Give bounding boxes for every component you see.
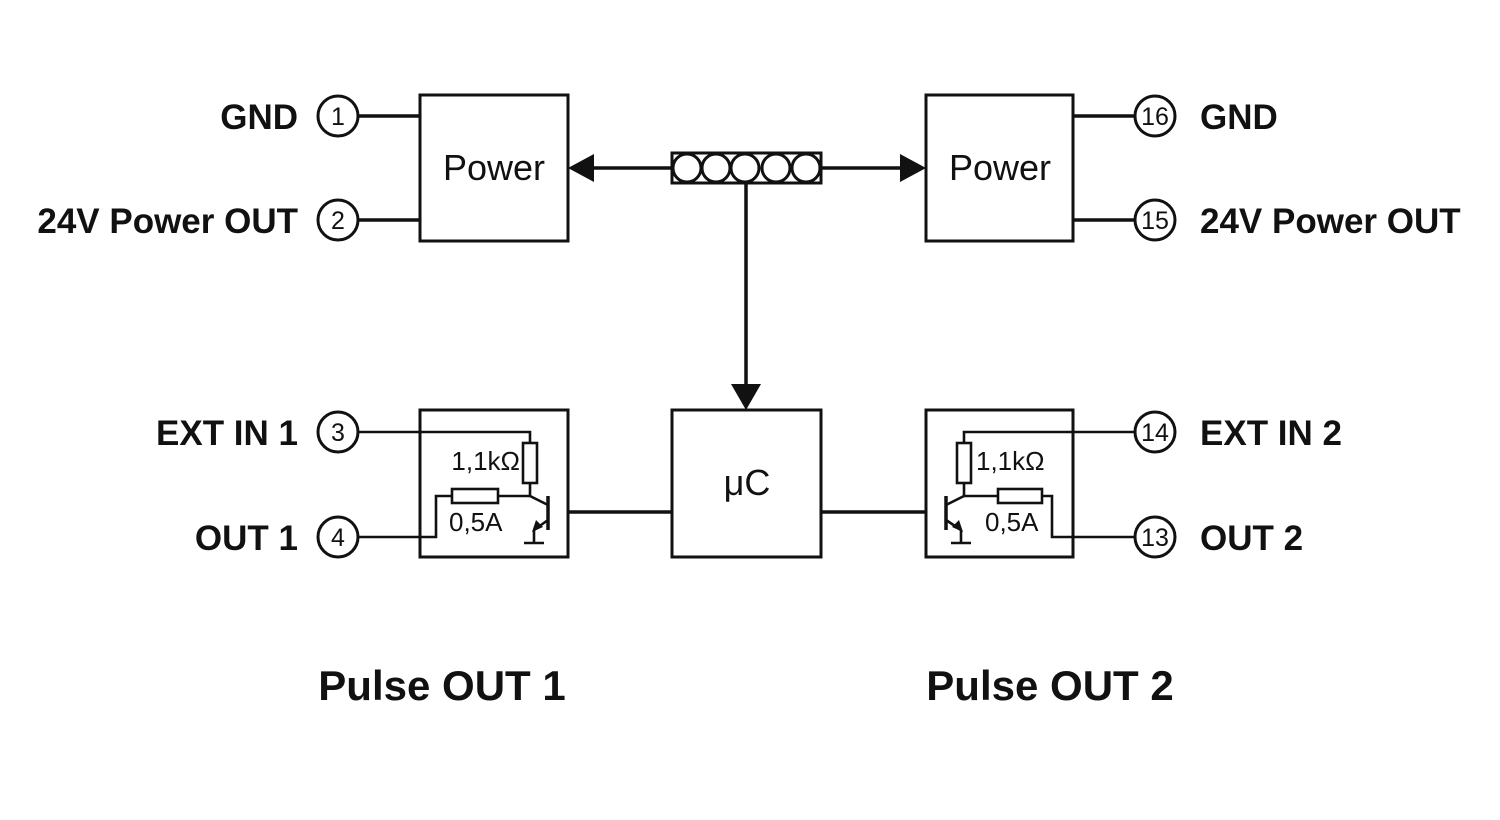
terminal-14: 14 [1133,410,1177,454]
terminal-14-label: EXT IN 2 [1200,414,1342,453]
terminal-1: 1 [316,94,360,138]
power-block-left [418,93,570,243]
terminal-13: 13 [1133,515,1177,559]
resistor-left-label: 1,1kΩ [451,446,520,476]
terminal-3: 3 [316,410,360,454]
led [760,152,792,184]
output-circuit-left: 1,1kΩ 0,5A [359,408,570,559]
power-block-right [924,93,1075,243]
svg-text:13: 13 [1141,524,1169,552]
terminal-2: 2 [316,198,360,242]
svg-text:14: 14 [1141,419,1169,447]
led [671,152,703,184]
microcontroller-block [670,408,823,559]
resistor-right-label: 1,1kΩ [976,446,1045,476]
led [700,152,732,184]
terminal-4-label: OUT 1 [195,519,298,558]
terminal-13-label: OUT 2 [1200,519,1303,558]
terminal-3-label: EXT IN 1 [156,414,298,453]
arrow-to-power-left [568,154,594,182]
output-circuit-right: 1,1kΩ 0,5A [924,408,1134,559]
terminal-15: 15 [1133,198,1177,242]
led [729,152,761,184]
led [790,152,822,184]
terminal-15-label: 24V Power OUT [1200,202,1461,241]
svg-text:2: 2 [331,207,345,235]
terminal-4: 4 [316,515,360,559]
terminal-2-label: 24V Power OUT [37,202,298,241]
terminal-16: 16 [1133,94,1177,138]
terminal-16-label: GND [1200,98,1278,137]
group-label-pulse-out-1: Pulse OUT 1 [318,662,565,709]
svg-text:15: 15 [1141,207,1169,235]
group-label-pulse-out-2: Pulse OUT 2 [926,662,1173,709]
terminal-1-label: GND [220,98,298,137]
svg-text:16: 16 [1141,103,1169,131]
svg-text:3: 3 [331,419,345,447]
microcontroller-label: μC [724,462,771,503]
svg-text:1: 1 [331,103,345,131]
led-bar [670,151,823,185]
arrow-to-microcontroller [731,384,761,410]
fuse-left-label: 0,5A [449,507,503,537]
svg-text:4: 4 [331,524,345,552]
fuse-right-label: 0,5A [985,507,1039,537]
power-block-right-label: Power [949,147,1051,188]
arrow-to-power-right [900,154,926,182]
power-block-left-label: Power [443,147,545,188]
